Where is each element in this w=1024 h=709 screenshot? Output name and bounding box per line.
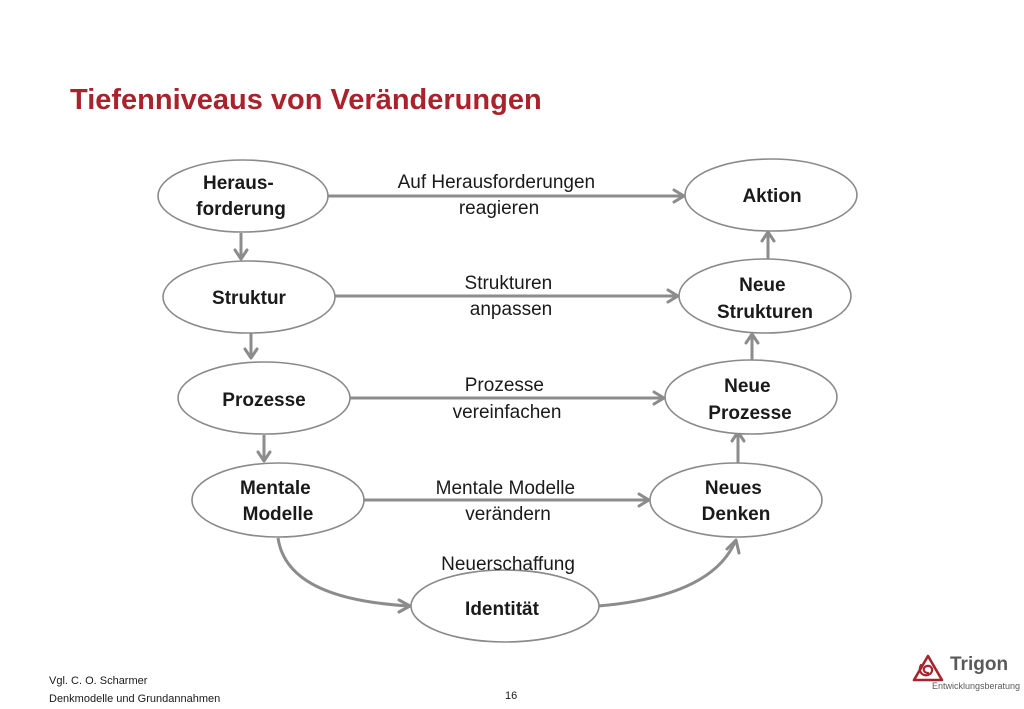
arrowhead-right [666, 288, 680, 304]
node-struktur: Struktur [162, 260, 336, 334]
node-identitaet: Identität [410, 569, 600, 643]
svg-text:Heraus- forderung: Heraus- forderung [196, 173, 286, 220]
logo-tagline: Entwicklungsberatung [932, 681, 1021, 691]
node-label-line: Modelle [243, 504, 314, 525]
arrowhead-up [744, 332, 760, 345]
arrowhead-right [397, 598, 412, 614]
trigon-spiral-icon [912, 654, 944, 682]
arrowhead-up [725, 538, 741, 555]
node-label-line: Prozesse [708, 403, 791, 424]
edge-label-reagieren: Auf Herausforderungen reagieren [398, 172, 601, 219]
node-label-line: Strukturen [717, 302, 813, 323]
curve-identitaet-to-neues-denken [597, 541, 737, 608]
node-prozesse: Prozesse [177, 361, 351, 435]
node-label-line: Neue [739, 275, 785, 296]
arrowhead-right [672, 188, 686, 204]
edge-label-anpassen: Strukturen anpassen [465, 273, 558, 320]
arrowhead-down [233, 248, 249, 261]
node-neue-strukturen: Neue Strukturen [678, 258, 852, 334]
arrowhead-up [760, 230, 776, 243]
node-mentale-modelle: Mentale Modelle [191, 462, 365, 538]
arrowhead-right [637, 492, 651, 508]
node-herausforderung: Heraus- forderung [157, 159, 329, 233]
node-neues-denken: Neues Denken [649, 462, 823, 538]
slide-title: Tiefenniveaus von Veränderungen [70, 84, 542, 116]
node-label-line: Neues [705, 478, 762, 499]
node-aktion: Aktion [684, 158, 858, 232]
node-label-line: forderung [196, 199, 286, 220]
svg-text:Neues Denken: Neues Denken [702, 478, 771, 525]
node-neue-prozesse: Neue Prozesse [664, 359, 838, 435]
svg-text:Neue Strukturen: Neue Strukturen [717, 275, 813, 323]
svg-text:Mentale Modelle: Mentale Modelle [240, 478, 316, 525]
page-number: 16 [505, 690, 518, 702]
footer-source: Vgl. C. O. Scharmer [49, 675, 148, 687]
node-label-line: Aktion [742, 186, 801, 207]
node-label-line: Denken [702, 504, 771, 525]
curve-mentale-modelle-to-identitaet [276, 537, 411, 608]
svg-text:Neue Prozesse: Neue Prozesse [708, 376, 791, 424]
node-label-line: Mentale [240, 478, 311, 499]
logo-name: Trigon [950, 654, 1009, 675]
trigon-logo: Trigon Entwicklungsberatung [910, 652, 1020, 698]
arrowhead-down [256, 450, 272, 463]
node-label-line: Identität [465, 599, 540, 620]
node-label-line: Heraus- [203, 173, 274, 194]
edge-label-veraendern: Mentale Modelle verändern [436, 478, 581, 525]
arrowhead-right [652, 390, 666, 406]
node-label-line: Prozesse [222, 390, 305, 411]
node-label-line: Struktur [212, 288, 287, 309]
edge-label-neuerschaffung: Neuerschaffung [441, 554, 575, 575]
footer-topic: Denkmodelle und Grundannahmen [49, 693, 221, 705]
node-label-line: Neue [724, 376, 770, 397]
arrowhead-down [243, 347, 259, 360]
edge-label-vereinfachen: Prozesse vereinfachen [453, 375, 562, 423]
